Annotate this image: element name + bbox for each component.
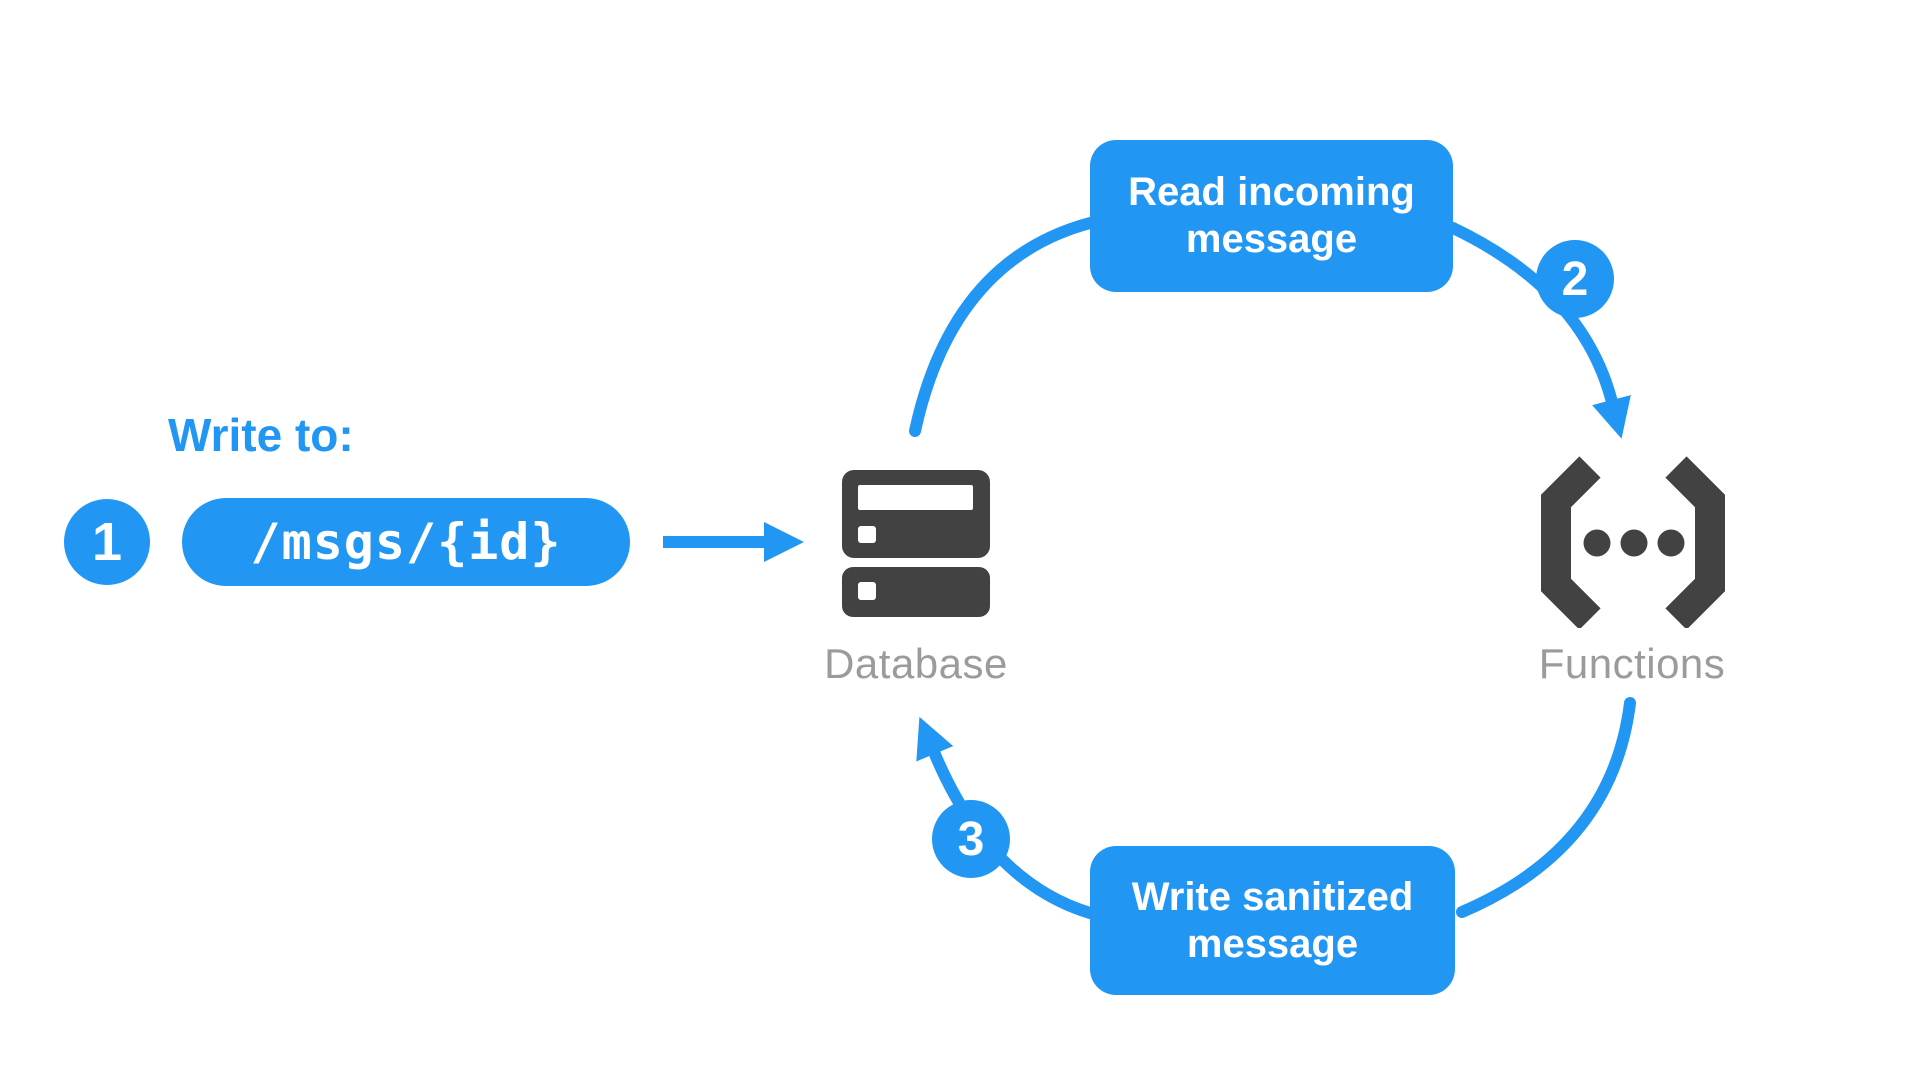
write-box-line2: message bbox=[1186, 921, 1359, 966]
step-3-number: 3 bbox=[957, 812, 985, 866]
write-to-label: Write to: bbox=[168, 409, 354, 461]
step-1-number: 1 bbox=[91, 512, 123, 572]
step-2-badge: 2 bbox=[1536, 240, 1614, 318]
functions-icon bbox=[1541, 456, 1725, 628]
step-2-number: 2 bbox=[1561, 252, 1589, 306]
arc-functions-to-write bbox=[1456, 697, 1636, 918]
read-incoming-message-box: Read incoming message bbox=[1090, 140, 1453, 292]
read-box-line1: Read incoming bbox=[1128, 170, 1415, 214]
message-path-text: /msgs/{id} bbox=[250, 513, 562, 571]
read-box-line2: message bbox=[1185, 217, 1358, 261]
functions-label: Functions bbox=[1538, 640, 1726, 687]
write-sanitized-message-box: Write sanitized message bbox=[1090, 846, 1455, 995]
database-icon bbox=[842, 470, 990, 617]
database-label: Database bbox=[824, 640, 1008, 687]
arc-database-to-read bbox=[909, 217, 1096, 437]
step-1-badge: 1 bbox=[64, 499, 150, 585]
message-path-pill: /msgs/{id} bbox=[182, 498, 630, 586]
step-3-badge: 3 bbox=[932, 800, 1010, 878]
write-box-line1: Write sanitized bbox=[1131, 874, 1414, 919]
